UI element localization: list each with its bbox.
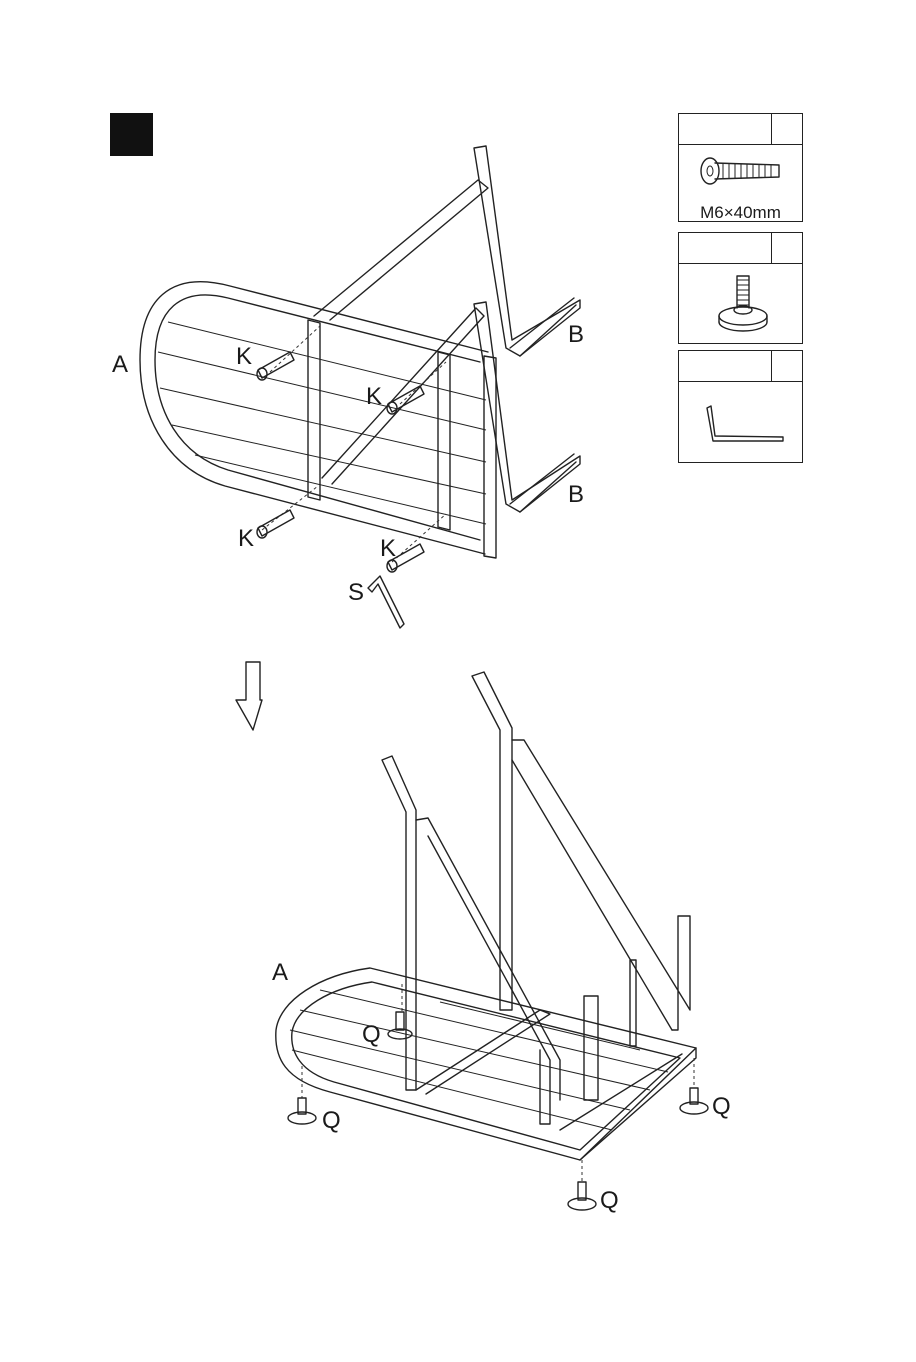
label-allen-key: S [348,579,364,606]
label-leg: B [568,321,584,348]
label-bolt: K [236,343,252,370]
label-foot: Q [600,1187,619,1214]
label-foot: Q [712,1093,731,1120]
label-bolt: K [380,535,396,562]
label-table-top: A [112,351,128,378]
bolt-icon [257,510,294,538]
leveling-foot-icon [288,1098,316,1124]
label-bolt: K [366,383,382,410]
label-bolt: K [238,525,254,552]
leveling-foot-icon [680,1088,708,1114]
allen-key-icon [368,576,404,628]
label-foot: Q [362,1021,381,1048]
table-top-upside-down [140,146,580,628]
label-table-top: A [272,959,288,986]
leveling-foot-icon [568,1182,596,1210]
label-foot: Q [322,1107,341,1134]
down-arrow-icon [236,662,262,730]
bolt-icon [257,352,294,380]
label-leg: B [568,481,584,508]
